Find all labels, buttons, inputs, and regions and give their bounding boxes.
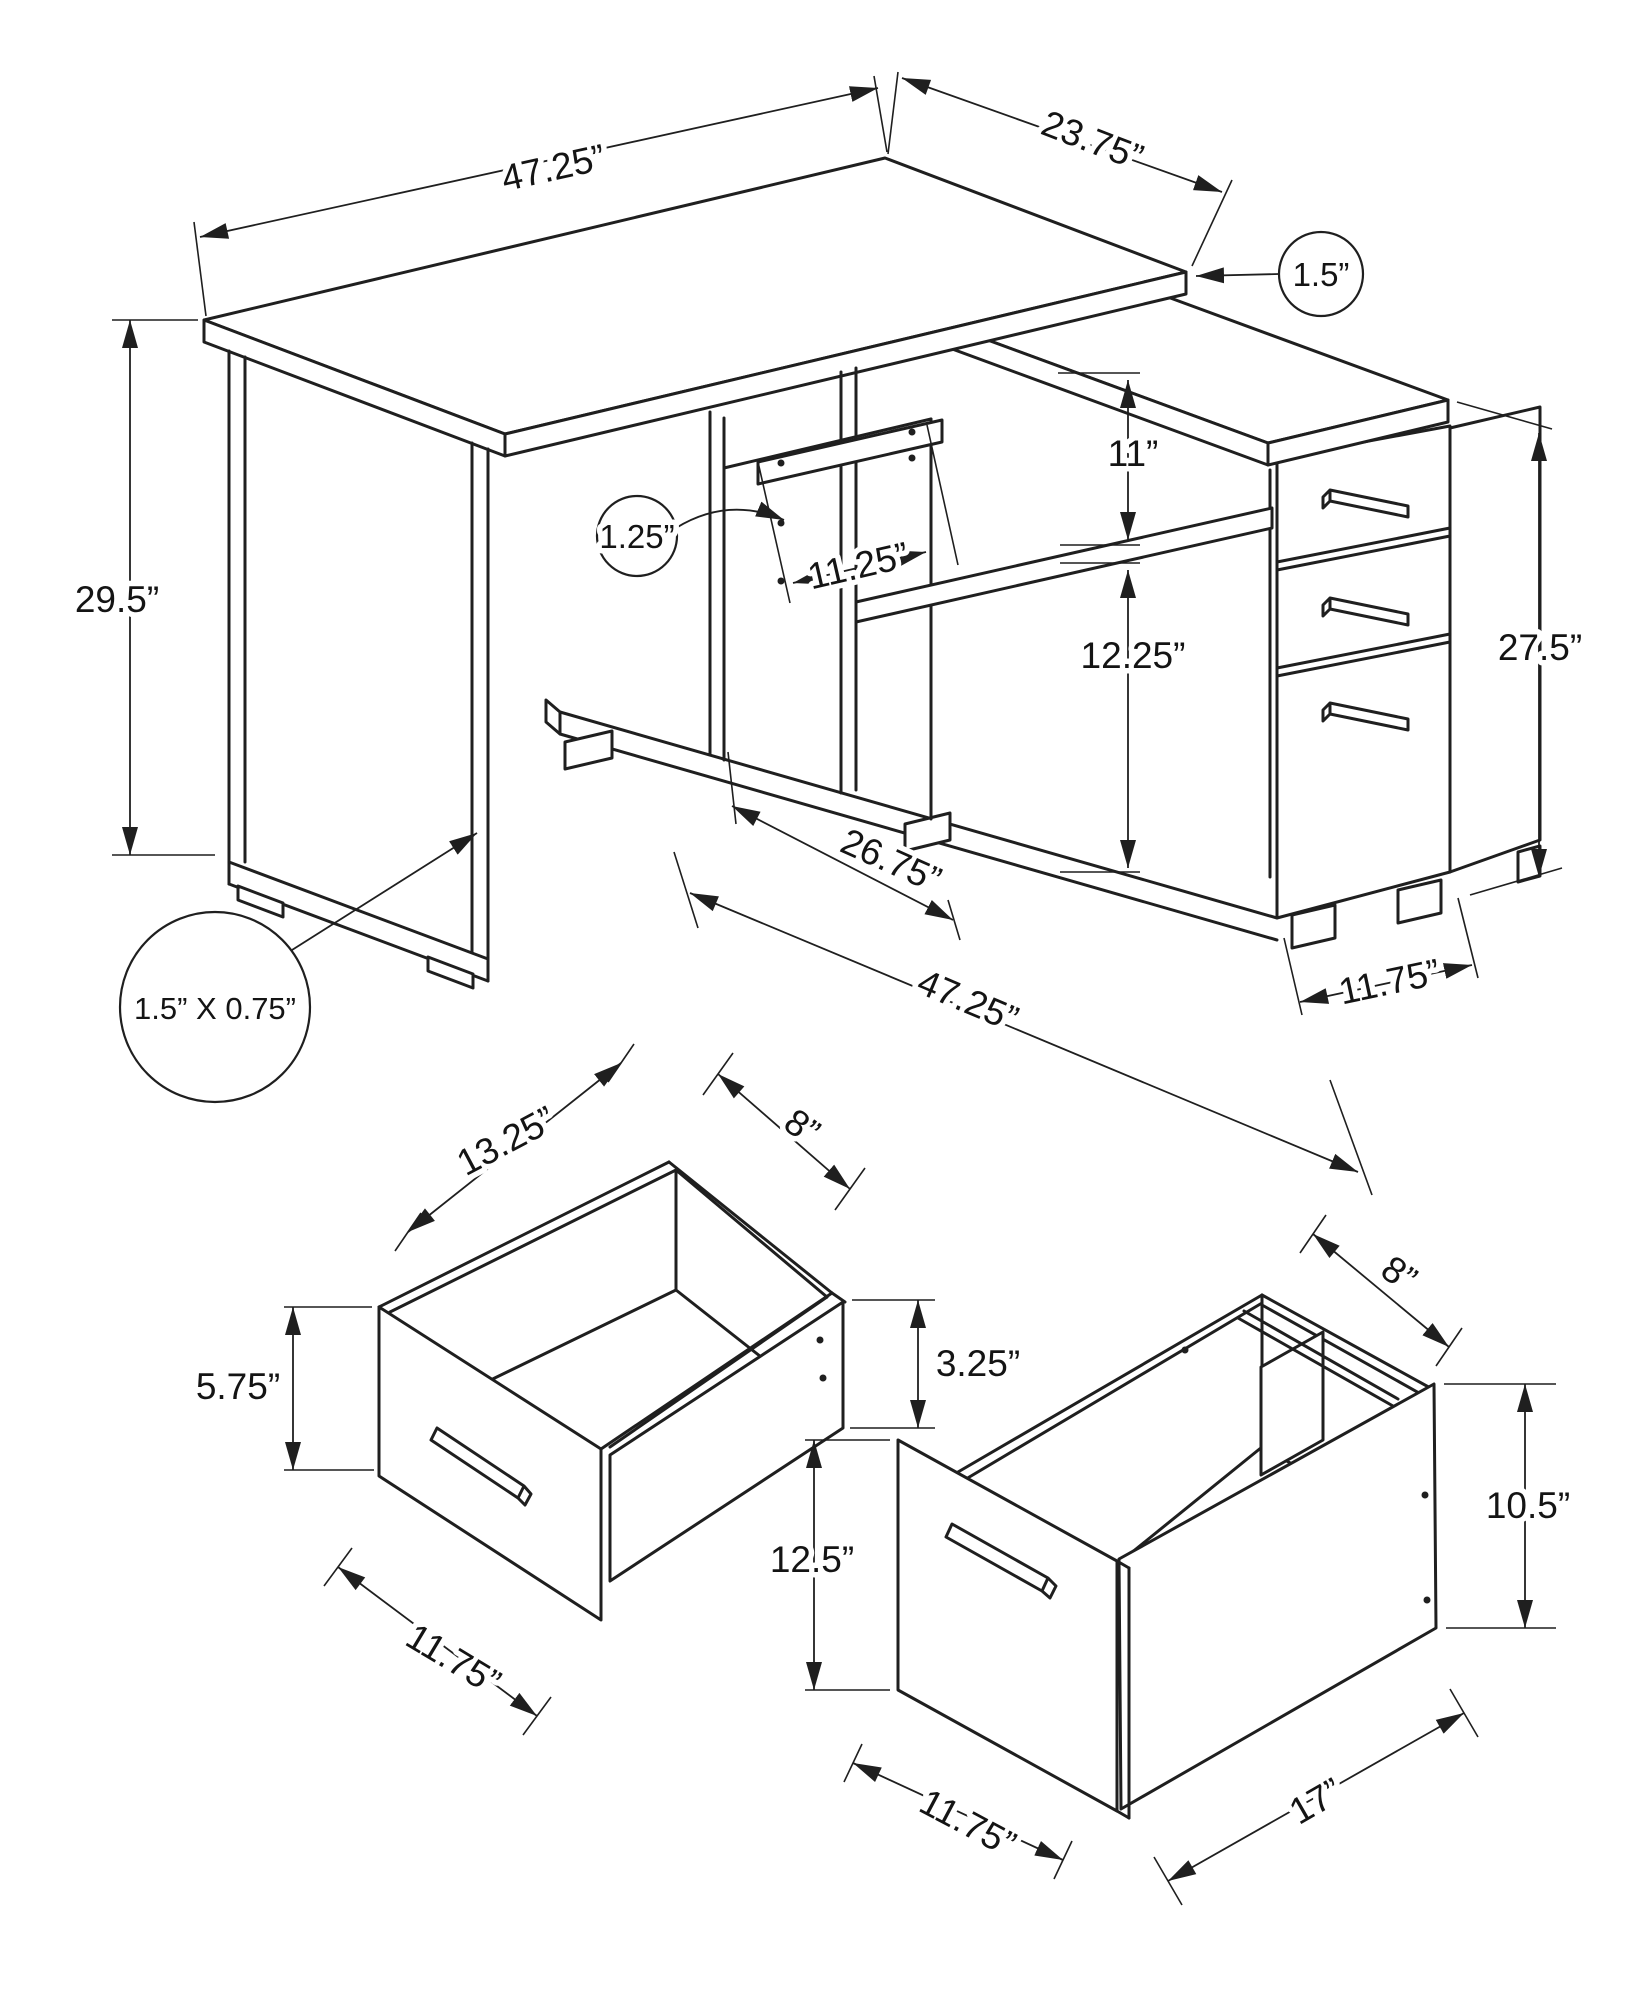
desk-drawing: 47.25” 23.75” 1.5” 29.5” 1.25” 11.25” 11… bbox=[69, 71, 1588, 1196]
dim-desk-top-thickness: 1.5” bbox=[1293, 256, 1350, 293]
drawer-handle bbox=[1321, 701, 1410, 732]
dim-desk-top-length: 47.25” bbox=[498, 136, 609, 199]
dim-leg-profile: 1.5” X 0.75” bbox=[134, 991, 296, 1026]
desk-main-top bbox=[202, 156, 1188, 458]
leg-foot bbox=[426, 955, 475, 990]
dim-pedestal-depth: 11.75” bbox=[1335, 951, 1443, 1012]
dim-desk-top-depth: 23.75” bbox=[1036, 102, 1149, 178]
callout-top-thickness bbox=[1277, 230, 1365, 318]
leg-foot bbox=[236, 884, 285, 919]
large-drawer-side-panel bbox=[1117, 1382, 1438, 1811]
dim-small-drawer-front-height: 5.75” bbox=[196, 1366, 280, 1407]
dim-large-drawer-front-height: 12.5” bbox=[770, 1539, 854, 1580]
desk-pedestal bbox=[1268, 405, 1542, 950]
dim-upper-opening-height: 11” bbox=[1108, 433, 1159, 474]
small-drawer-side-panel bbox=[608, 1300, 845, 1583]
pedestal-foot bbox=[1396, 878, 1443, 925]
dim-large-drawer-box-height: 10.5” bbox=[1486, 1485, 1570, 1526]
dim-small-drawer-width: 13.25” bbox=[450, 1098, 562, 1183]
dim-pedestal-height: 27.5” bbox=[1498, 627, 1582, 668]
drawer-handle bbox=[944, 1522, 1058, 1600]
large-drawer-front-panel bbox=[896, 1438, 1119, 1813]
dim-lower-opening-height: 12.25” bbox=[1081, 635, 1186, 676]
desk-leg-frame bbox=[227, 349, 490, 990]
dim-shelf-depth: 11.25” bbox=[804, 534, 913, 597]
right-shelf bbox=[854, 506, 1274, 624]
dim-small-drawer-depth: 8” bbox=[777, 1101, 827, 1153]
dim-desk-height: 29.5” bbox=[75, 579, 159, 620]
dim-shelf-thickness: 1.25” bbox=[599, 518, 674, 555]
middle-shelf bbox=[756, 418, 944, 486]
pedestal-foot bbox=[1516, 844, 1542, 884]
large-drawer-drawing: 8” 12.5” 10.5” 17” 11.75” bbox=[764, 1214, 1576, 1906]
callout-shelf-thickness bbox=[595, 494, 679, 578]
dim-small-drawer-box-height: 3.25” bbox=[936, 1343, 1020, 1384]
drawer-handle bbox=[1321, 488, 1410, 519]
cabinet-foot bbox=[563, 729, 614, 771]
dim-large-drawer-depth: 8” bbox=[1374, 1248, 1424, 1300]
drawer-handle bbox=[1321, 596, 1410, 627]
dim-large-drawer-bottom-edge: 11.75” bbox=[913, 1781, 1022, 1865]
dim-large-drawer-bottom-width: 17” bbox=[1282, 1770, 1349, 1832]
callout-leg-profile bbox=[118, 910, 312, 1104]
dim-small-drawer-bottom-edge: 11.75” bbox=[399, 1615, 508, 1703]
drawer-handle bbox=[429, 1426, 533, 1507]
dim-desk-base-width: 47.25” bbox=[912, 961, 1025, 1040]
